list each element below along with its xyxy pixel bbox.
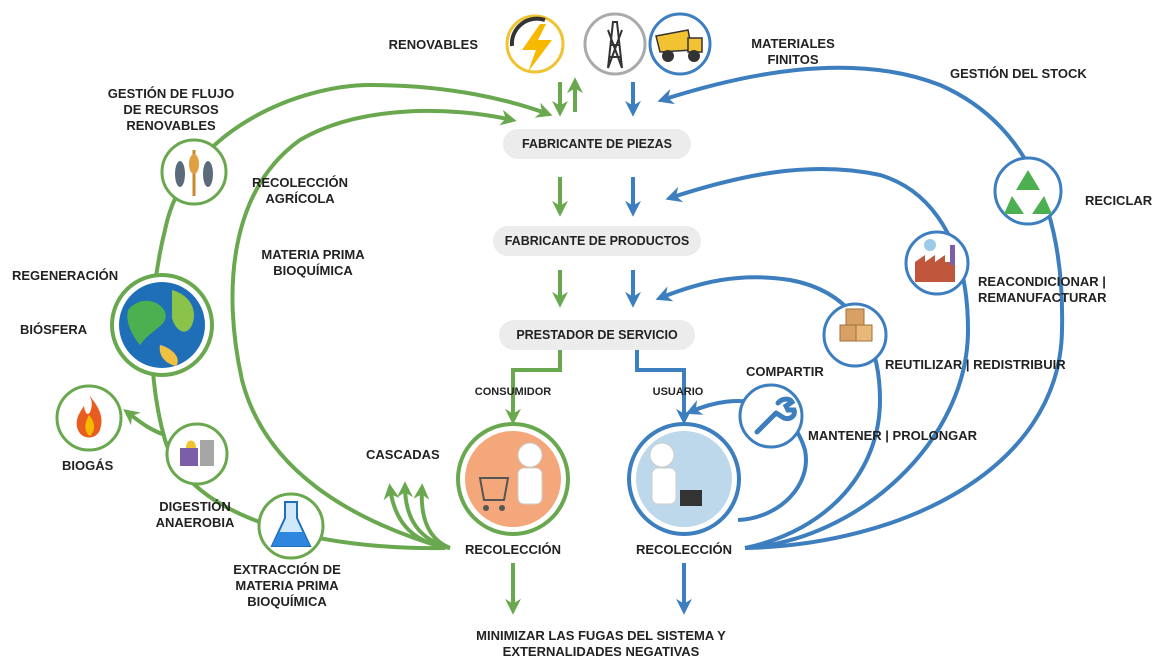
reuse-label: REUTILIZAR | REDISTRIBUIR bbox=[885, 357, 1066, 372]
globe-icon bbox=[110, 273, 214, 377]
cascade-arrow-3 bbox=[383, 483, 451, 550]
agri-harvest-label-2: AGRÍCOLA bbox=[265, 191, 335, 206]
maintain-label: MANTENER | PROLONGAR bbox=[808, 428, 978, 443]
renewable-flow-label-3: RENOVABLES bbox=[126, 118, 216, 133]
inner-green-loop bbox=[230, 108, 517, 550]
stock-management-label: GESTIÓN DEL STOCK bbox=[950, 66, 1087, 81]
renewables-label: RENOVABLES bbox=[388, 37, 478, 52]
recycle-label: RECICLAR bbox=[1085, 193, 1153, 208]
regeneration-label: REGENERACIÓN bbox=[12, 268, 119, 283]
dump-truck-icon bbox=[648, 12, 712, 76]
agri-harvest-label-1: RECOLECCIÓN bbox=[251, 175, 349, 190]
collection-right-label: RECOLECCIÓN bbox=[635, 542, 733, 557]
biogas-label: BIOGÁS bbox=[62, 458, 114, 473]
finite-materials-label-1: MATERIALES bbox=[751, 36, 835, 51]
share-label: COMPARTIR bbox=[746, 364, 824, 379]
boxes-icon bbox=[822, 302, 888, 368]
recycle-icon bbox=[993, 156, 1063, 226]
leakage-label-1: MINIMIZAR LAS FUGAS DEL SISTEMA Y bbox=[476, 628, 726, 643]
flame-icon bbox=[55, 384, 123, 452]
collection-left-label: RECOLECCIÓN bbox=[464, 542, 562, 557]
maintain-loop bbox=[685, 399, 808, 522]
leakage-label-2: EXTERNALIDADES NEGATIVAS bbox=[502, 644, 700, 659]
renewable-flow-label-1: GESTIÓN DE FLUJO bbox=[107, 86, 235, 101]
extraction-label-3: BIOQUÍMICA bbox=[247, 594, 327, 609]
biogas-arrow bbox=[123, 409, 166, 437]
green-service-to-consumer bbox=[505, 350, 562, 425]
refurbish-label-1: REACONDICIONAR | bbox=[978, 274, 1106, 289]
oil-derrick-icon bbox=[583, 12, 647, 76]
renewable-flow-label-2: DE RECURSOS bbox=[123, 102, 219, 117]
factory-icon bbox=[904, 230, 970, 296]
fish-wheat-icon bbox=[160, 138, 228, 206]
finite-materials-label-2: FINITOS bbox=[767, 52, 819, 67]
product-maker-box: FABRICANTE DE PRODUCTOS bbox=[493, 226, 701, 256]
briefcase-icon bbox=[627, 422, 741, 536]
cascades-label: CASCADAS bbox=[366, 447, 440, 462]
wrench-icon bbox=[738, 383, 804, 449]
user-label: USUARIO bbox=[652, 386, 704, 398]
outer-green-loop bbox=[149, 82, 553, 551]
anaerobic-label-2: ANAEROBIA bbox=[155, 515, 235, 530]
biochem-feedstock-label-2: BIOQUÍMICA bbox=[273, 263, 353, 278]
service-provider-box: PRESTADOR DE SERVICIO bbox=[499, 320, 695, 350]
blue-service-to-user bbox=[635, 350, 692, 425]
refurbish-label-2: REMANUFACTURAR bbox=[978, 290, 1107, 305]
flask-icon bbox=[257, 492, 325, 560]
anaerobic-label-1: DIGESTIÓN bbox=[159, 499, 231, 514]
biochem-feedstock-label-1: MATERIA PRIMA bbox=[261, 247, 365, 262]
shopping-cart-icon bbox=[456, 422, 570, 536]
parts-maker-box: FABRICANTE DE PIEZAS bbox=[503, 129, 691, 159]
biosphere-label: BIÓSFERA bbox=[20, 322, 88, 337]
consumer-label: CONSUMIDOR bbox=[474, 386, 552, 398]
lightning-icon bbox=[505, 14, 565, 74]
digester-icon bbox=[165, 422, 229, 486]
biological-loops bbox=[123, 77, 583, 615]
extraction-label-2: MATERIA PRIMA bbox=[235, 578, 339, 593]
extraction-label-1: EXTRACCIÓN DE bbox=[233, 562, 341, 577]
